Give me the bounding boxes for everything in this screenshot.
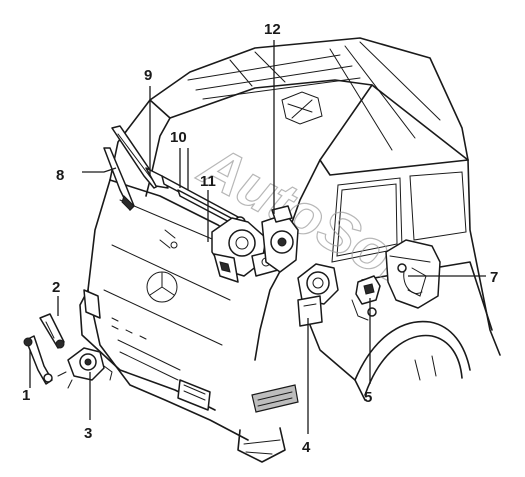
callout-11: 11 [200, 173, 216, 190]
callout-numbers: 1 2 3 4 5 7 8 9 10 11 12 [22, 21, 498, 456]
part-3-washer-pump [57, 347, 113, 389]
part-1-lever [23, 335, 53, 385]
part-4-motor-unit [297, 263, 339, 327]
part-12-wiper-crank [261, 205, 299, 273]
callout-7: 7 [490, 269, 498, 286]
part-7-washer-reservoir [385, 239, 441, 309]
callout-4: 4 [302, 439, 311, 456]
callout-1: 1 [22, 387, 30, 404]
callout-8: 8 [56, 167, 64, 184]
part-2-bracket [39, 313, 65, 349]
part-11-wiper-motor [211, 217, 279, 283]
leader-lines [29, 40, 486, 434]
callout-5: 5 [364, 389, 372, 406]
part-5-switch [351, 275, 381, 321]
callout-2: 2 [52, 279, 60, 296]
callout-10: 10 [170, 129, 187, 146]
callout-9: 9 [144, 67, 152, 84]
callout-3: 3 [84, 425, 92, 442]
part-8-wiper-arm [103, 147, 135, 211]
callout-12: 12 [264, 21, 281, 38]
part-9-wiper-blade [111, 125, 169, 189]
